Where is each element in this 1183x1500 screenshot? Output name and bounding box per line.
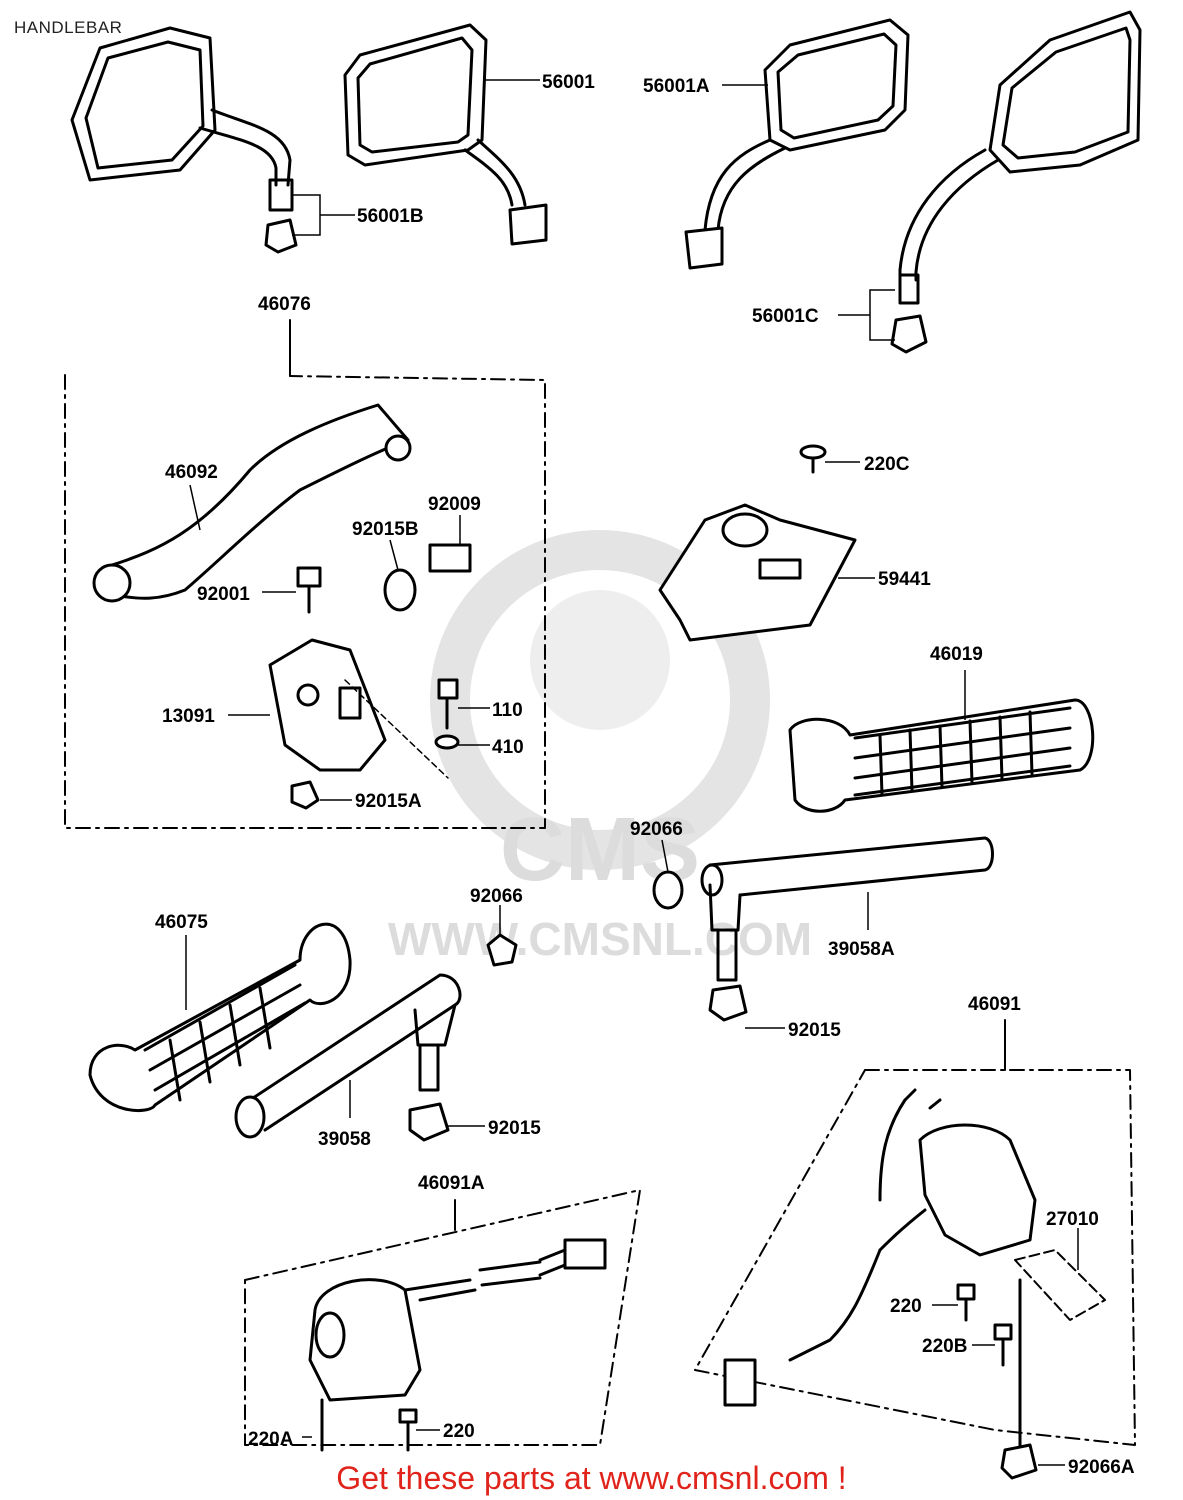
label-92009: 92009 xyxy=(428,494,481,515)
label-92066-right: 92066 xyxy=(630,819,683,840)
label-92066-left: 92066 xyxy=(470,886,523,907)
brake-lever xyxy=(92,403,412,603)
label-13091: 13091 xyxy=(162,706,215,727)
label-92015-right: 92015 xyxy=(788,1020,841,1041)
footer-link[interactable]: Get these parts at www.cmsnl.com ! xyxy=(336,1460,847,1496)
switch-cover xyxy=(658,503,857,642)
label-46092: 46092 xyxy=(165,462,218,483)
label-46091: 46091 xyxy=(968,994,1021,1015)
box-46091 xyxy=(694,1019,1136,1446)
screw-220c xyxy=(799,444,827,474)
label-220-left: 220 xyxy=(443,1421,475,1442)
label-56001b: 56001B xyxy=(357,206,424,227)
grip-right xyxy=(788,698,1095,813)
label-46019: 46019 xyxy=(930,644,983,665)
handlebar-tube-right xyxy=(652,836,994,1022)
mirror-right-outer xyxy=(890,10,1142,354)
label-27010: 27010 xyxy=(1046,1209,1099,1230)
part-labels: 56001 56001A 56001B 56001C 46076 46092 9… xyxy=(155,72,1135,1478)
mirror-right-inner xyxy=(684,18,910,270)
label-220-right: 220 xyxy=(890,1296,922,1317)
label-56001a: 56001A xyxy=(643,76,710,97)
label-92066a: 92066A xyxy=(1068,1457,1135,1478)
label-39058a: 39058A xyxy=(828,939,895,960)
label-46075: 46075 xyxy=(155,912,208,933)
mirror-left-outer xyxy=(70,26,298,254)
handlebar-tube-left xyxy=(234,933,518,1142)
switch-right xyxy=(723,1088,1106,1480)
mirror-left-inner xyxy=(343,23,548,246)
label-46091a: 46091A xyxy=(418,1173,485,1194)
lever-small-parts xyxy=(268,543,472,810)
diagram-heading: HANDLEBAR xyxy=(14,18,123,37)
grip-left xyxy=(88,922,352,1112)
box-46091a xyxy=(244,1189,641,1446)
label-92015-left: 92015 xyxy=(488,1118,541,1139)
label-92015a: 92015A xyxy=(355,791,422,812)
label-110: 110 xyxy=(492,700,523,721)
label-46076: 46076 xyxy=(258,294,311,315)
label-220a: 220A xyxy=(248,1429,294,1450)
label-410: 410 xyxy=(492,737,524,758)
box-46076 xyxy=(64,319,546,829)
leader-lines xyxy=(185,79,1079,1466)
switch-left xyxy=(308,1238,607,1452)
label-92001: 92001 xyxy=(197,584,250,605)
watermark-url: WWW.CMSNL.COM xyxy=(388,913,812,965)
label-59441: 59441 xyxy=(878,569,931,590)
label-39058: 39058 xyxy=(318,1129,371,1150)
cms-watermark: CMS WWW.CMSNL.COM xyxy=(388,530,812,965)
label-92015b: 92015B xyxy=(352,519,419,540)
label-56001: 56001 xyxy=(542,72,595,93)
label-56001c: 56001C xyxy=(752,306,819,327)
label-220b: 220B xyxy=(922,1336,967,1357)
label-220c: 220C xyxy=(864,454,910,475)
